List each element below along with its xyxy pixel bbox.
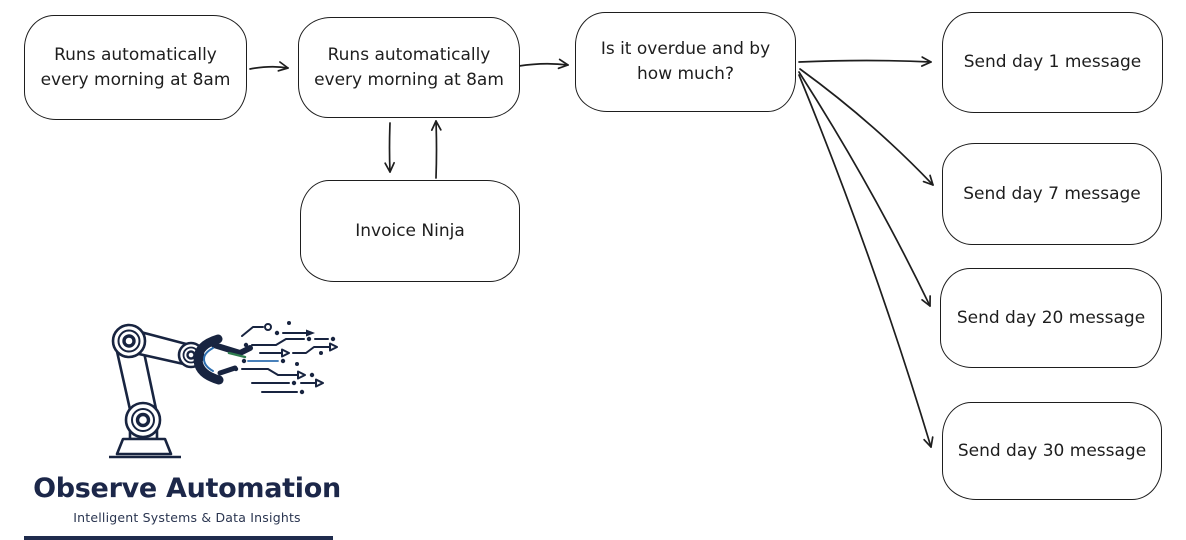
node-send-day-7: Send day 7 message [942, 143, 1162, 245]
robot-arm-icon [109, 321, 338, 459]
node-send-day-20: Send day 20 message [940, 268, 1162, 368]
node-overdue-check: Is it overdue and by how much? [575, 12, 796, 112]
node-invoice-ninja: Invoice Ninja [300, 180, 520, 282]
node-send-day-7-label: Send day 7 message [963, 183, 1141, 204]
arrow-overdue-to-day7 [799, 68, 934, 186]
arrow-invoiceninja-to-trigger2 [430, 120, 442, 179]
gripper-claw [193, 334, 253, 385]
node-trigger-1-label: Runs automatically every morning at 8am [40, 44, 231, 90]
logo-subtitle: Intelligent Systems & Data Insights [73, 510, 301, 525]
node-trigger-2-label: Runs automatically every morning at 8am [314, 44, 504, 90]
arrow-overdue-to-day1 [798, 56, 932, 67]
circuit-lines [233, 321, 338, 395]
logo-title: Observe Automation [33, 473, 341, 504]
node-send-day-1: Send day 1 message [942, 12, 1163, 113]
node-send-day-30-label: Send day 30 message [957, 440, 1147, 461]
robot-arm [109, 323, 205, 459]
node-trigger-2: Runs automatically every morning at 8am [298, 17, 520, 118]
arrow-overdue-to-day20 [798, 71, 931, 307]
arrow-trigger1-to-trigger2 [249, 61, 289, 72]
node-invoice-ninja-label: Invoice Ninja [355, 220, 465, 241]
node-send-day-20-label: Send day 20 message [956, 307, 1146, 328]
logo-bottom-bar [24, 536, 333, 540]
arrow-trigger2-to-invoiceninja [384, 122, 395, 173]
arrow-overdue-to-day30 [798, 74, 934, 448]
node-send-day-1-label: Send day 1 message [963, 52, 1142, 73]
node-overdue-check-label: Is it overdue and by how much? [600, 39, 771, 84]
node-trigger-1: Runs automatically every morning at 8am [24, 15, 247, 120]
node-send-day-30: Send day 30 message [942, 402, 1162, 500]
arrow-trigger2-to-overdue [518, 58, 569, 70]
